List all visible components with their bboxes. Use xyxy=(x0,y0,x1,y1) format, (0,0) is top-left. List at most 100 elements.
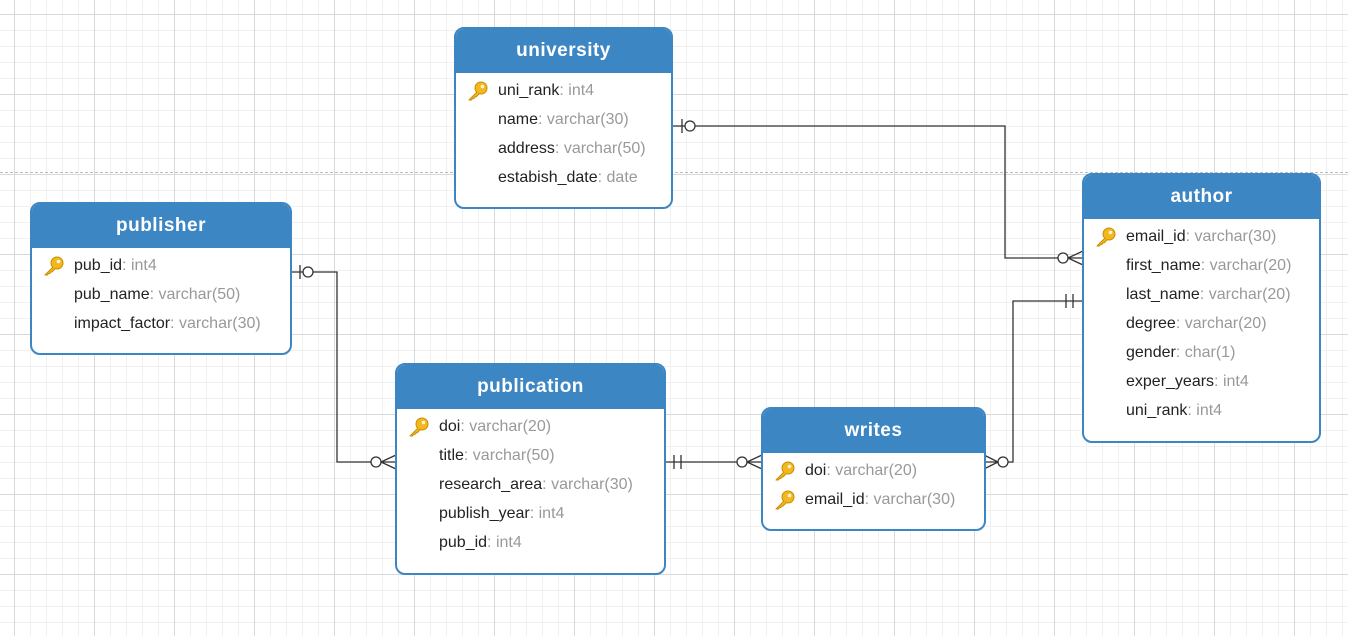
field-type: : varchar(20) xyxy=(1199,286,1291,303)
field-row[interactable]: address: varchar(50) xyxy=(456,134,671,163)
field-name: email_id xyxy=(805,491,865,508)
field-name: pub_id xyxy=(439,534,488,551)
field-row[interactable]: uni_rank: int4 xyxy=(1084,396,1319,425)
field-name: estabish_date xyxy=(498,169,598,186)
field-name: impact_factor xyxy=(74,315,171,332)
field-type: : varchar(50) xyxy=(463,447,555,464)
field-name: email_id xyxy=(1126,228,1186,245)
page-break-line xyxy=(0,172,1348,173)
rel-university-author xyxy=(672,125,1083,259)
rel-writes-crowfoot-right-a xyxy=(983,454,999,463)
rel-publication-crowfoot-b xyxy=(380,461,397,470)
field-row[interactable]: email_id: varchar(30) xyxy=(1084,222,1319,251)
rel-writes-crowfoot-left-a xyxy=(746,454,763,463)
field-type: : char(1) xyxy=(1175,344,1236,361)
field-row[interactable]: publish_year: int4 xyxy=(397,499,664,528)
table-title: author xyxy=(1084,175,1319,219)
field-row[interactable]: research_area: varchar(30) xyxy=(397,470,664,499)
field-name: address xyxy=(498,140,555,157)
field-type: : varchar(30) xyxy=(170,315,261,332)
table-writes[interactable]: writes doi: varchar(20)email_id: varchar… xyxy=(761,407,986,531)
rel-author-crowfoot-a xyxy=(1067,250,1084,259)
rel-university-author-circle xyxy=(684,120,696,132)
field-type: : int4 xyxy=(529,505,565,522)
key-icon xyxy=(1094,227,1118,247)
rel-writes-crowfoot-right-b xyxy=(983,461,999,470)
table-author[interactable]: author email_id: varchar(30)first_name: … xyxy=(1082,173,1321,443)
rel-author-writes xyxy=(984,300,1083,463)
key-icon xyxy=(773,461,797,481)
field-type: : varchar(20) xyxy=(1175,315,1267,332)
field-type: : varchar(30) xyxy=(864,491,956,508)
field-row[interactable]: email_id: varchar(30) xyxy=(763,485,984,514)
rel-publication-zero-circle xyxy=(370,456,382,468)
field-type: : varchar(30) xyxy=(542,476,633,493)
table-publication[interactable]: publication doi: varchar(20)title: varch… xyxy=(395,363,666,575)
table-title: publication xyxy=(397,365,664,409)
field-name: publish_year xyxy=(439,505,530,522)
field-name: pub_id xyxy=(74,257,123,274)
key-icon xyxy=(466,81,490,101)
field-type: : varchar(20) xyxy=(1200,257,1292,274)
field-row[interactable]: pub_id: int4 xyxy=(397,528,664,557)
field-name: last_name xyxy=(1126,286,1200,303)
field-row[interactable]: doi: varchar(20) xyxy=(397,412,664,441)
rel-writes-crowfoot-left-b xyxy=(746,461,763,470)
rel-publisher-publication xyxy=(290,271,396,463)
field-type: : varchar(30) xyxy=(1185,228,1277,245)
field-name: pub_name xyxy=(74,286,150,303)
field-row[interactable]: last_name: varchar(20) xyxy=(1084,280,1319,309)
field-name: doi xyxy=(439,418,461,435)
field-type: : varchar(50) xyxy=(149,286,241,303)
key-icon xyxy=(407,417,431,437)
field-type: : int4 xyxy=(1187,402,1223,419)
table-title: writes xyxy=(763,409,984,453)
field-type: : varchar(30) xyxy=(538,111,629,128)
field-row[interactable]: pub_id: int4 xyxy=(32,251,290,280)
field-list: email_id: varchar(30)first_name: varchar… xyxy=(1084,219,1319,425)
field-row[interactable]: gender: char(1) xyxy=(1084,338,1319,367)
field-name: exper_years xyxy=(1126,373,1215,390)
table-title: publisher xyxy=(32,204,290,248)
field-type: : int4 xyxy=(487,534,522,551)
rel-author-crowfoot-b xyxy=(1067,257,1084,266)
field-name: title xyxy=(439,447,464,464)
field-row[interactable]: exper_years: int4 xyxy=(1084,367,1319,396)
field-row[interactable]: estabish_date: date xyxy=(456,163,671,192)
field-row[interactable]: name: varchar(30) xyxy=(456,105,671,134)
field-name: degree xyxy=(1126,315,1176,332)
field-name: doi xyxy=(805,462,827,479)
rel-publication-crowfoot-a xyxy=(380,454,397,463)
field-row[interactable]: first_name: varchar(20) xyxy=(1084,251,1319,280)
field-list: doi: varchar(20)email_id: varchar(30) xyxy=(763,453,984,514)
field-type: : int4 xyxy=(559,82,595,99)
field-list: doi: varchar(20)title: varchar(50)resear… xyxy=(397,409,664,557)
field-row[interactable]: doi: varchar(20) xyxy=(763,456,984,485)
field-name: uni_rank xyxy=(498,82,560,99)
key-icon xyxy=(773,490,797,510)
key-icon xyxy=(42,256,66,276)
rel-writes-zero-circle-left xyxy=(736,456,748,468)
field-type: : varchar(20) xyxy=(826,462,918,479)
field-row[interactable]: pub_name: varchar(50) xyxy=(32,280,290,309)
field-name: name xyxy=(498,111,539,128)
field-type: : int4 xyxy=(122,257,157,274)
field-type: : varchar(50) xyxy=(554,140,646,157)
rel-writes-zero-circle-right xyxy=(997,456,1009,468)
table-title: university xyxy=(456,29,671,73)
field-row[interactable]: title: varchar(50) xyxy=(397,441,664,470)
field-type: : varchar(20) xyxy=(460,418,552,435)
field-name: research_area xyxy=(439,476,543,493)
field-row[interactable]: impact_factor: varchar(30) xyxy=(32,309,290,338)
field-row[interactable]: degree: varchar(20) xyxy=(1084,309,1319,338)
field-name: gender xyxy=(1126,344,1176,361)
field-row[interactable]: uni_rank: int4 xyxy=(456,76,671,105)
field-name: uni_rank xyxy=(1126,402,1188,419)
rel-publisher-circle xyxy=(302,266,314,278)
field-name: first_name xyxy=(1126,257,1201,274)
